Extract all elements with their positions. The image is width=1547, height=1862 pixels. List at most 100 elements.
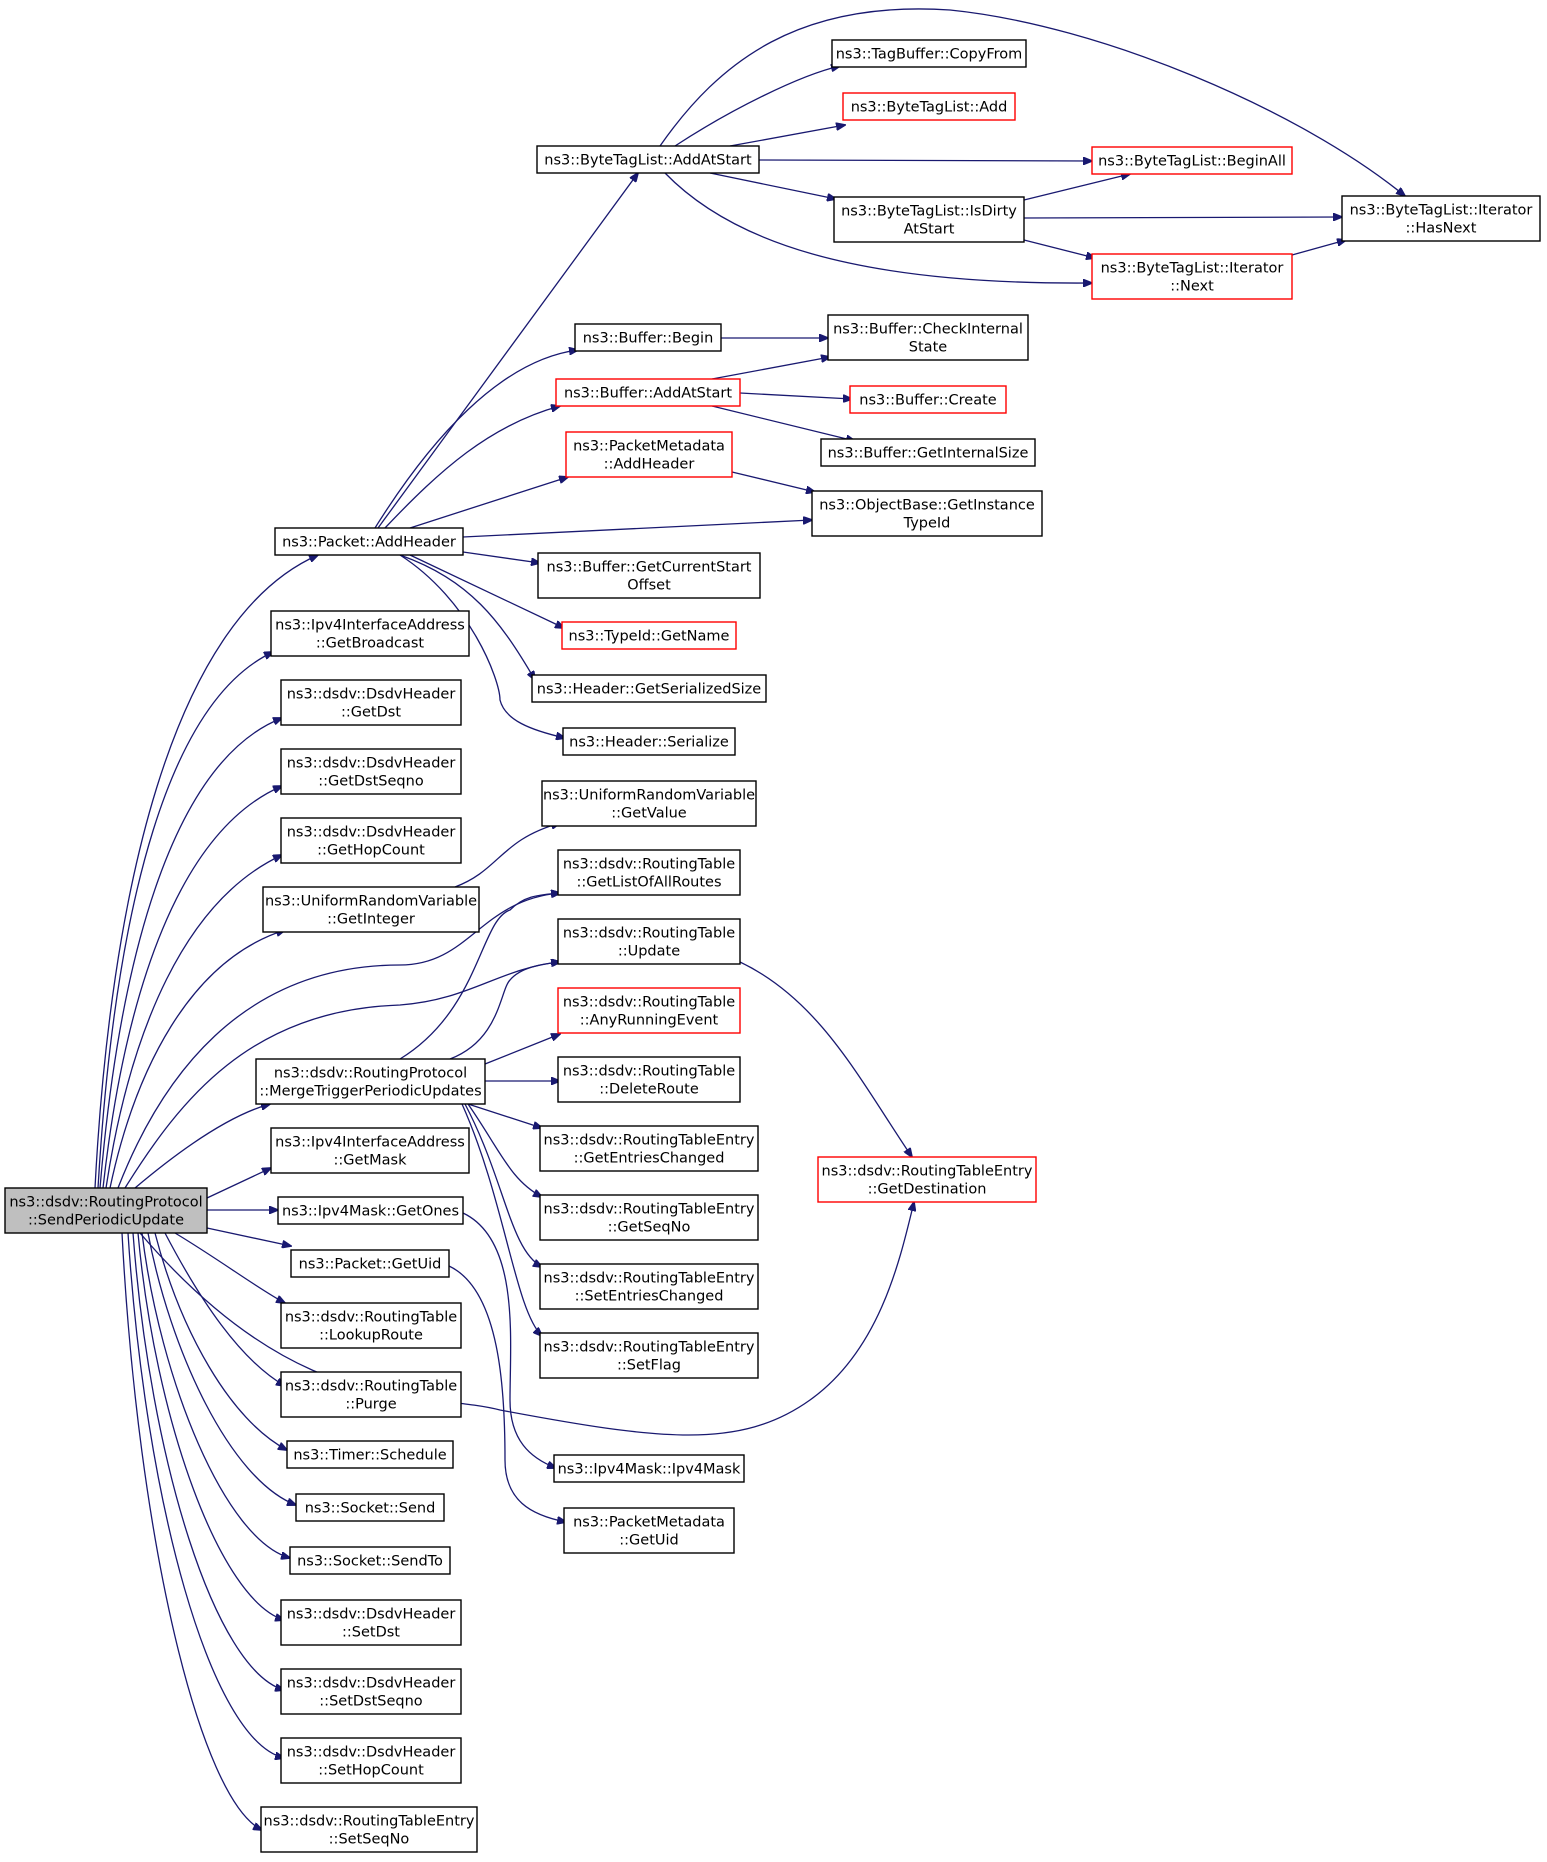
node-box	[280, 1668, 462, 1715]
node-packetgetuid[interactable]: ns3::Packet::GetUid	[290, 1249, 450, 1278]
node-label: ::GetDstSeqno	[318, 774, 424, 790]
edge-bufaddatstart-to-getinternalsize	[711, 405, 855, 441]
node-lookuproute[interactable]: ns3::dsdv::RoutingTable::LookupRoute	[280, 1302, 462, 1349]
node-bufbegin[interactable]: ns3::Buffer::Begin	[574, 323, 722, 352]
node-label: State	[909, 340, 947, 356]
node-sendto[interactable]: ns3::Socket::SendTo	[289, 1546, 451, 1575]
node-label: ns3::Socket::SendTo	[297, 1554, 443, 1570]
node-setdstseqno[interactable]: ns3::dsdv::DsdvHeader::SetDstSeqno	[280, 1668, 462, 1715]
node-pmaddheader[interactable]: ns3::PacketMetadata::AddHeader	[565, 431, 733, 478]
node-box	[557, 1056, 741, 1103]
node-label: ns3::dsdv::RoutingTable	[563, 857, 735, 873]
node-label: Offset	[627, 578, 671, 594]
node-getvalue[interactable]: ns3::UniformRandomVariable::GetValue	[541, 780, 757, 827]
node-getones[interactable]: ns3::Ipv4Mask::GetOnes	[277, 1196, 464, 1225]
node-label: ns3::dsdv::RoutingTable	[285, 1310, 457, 1326]
node-rtupdate[interactable]: ns3::dsdv::RoutingTable::Update	[557, 918, 741, 965]
edge-addatstart_btl-to-btlhasnext	[659, 8, 1405, 196]
node-box	[539, 1332, 759, 1379]
edge-root-to-rtupdate	[124, 962, 560, 1189]
node-typeidgetname[interactable]: ns3::TypeId::GetName	[561, 621, 737, 650]
node-box	[255, 1058, 486, 1105]
node-pmgetuid[interactable]: ns3::PacketMetadata::GetUid	[563, 1507, 735, 1554]
node-addheader[interactable]: ns3::Packet::AddHeader	[274, 527, 464, 556]
node-setdst[interactable]: ns3::dsdv::DsdvHeader::SetDst	[280, 1599, 462, 1646]
node-box	[260, 1806, 478, 1853]
node-label: ns3::Ipv4Mask::Ipv4Mask	[558, 1462, 741, 1478]
node-label: ns3::dsdv::RoutingTableEntry	[544, 1202, 755, 1218]
node-box	[280, 1737, 462, 1784]
node-ipv4maskctor[interactable]: ns3::Ipv4Mask::Ipv4Mask	[553, 1454, 745, 1483]
node-setseqno[interactable]: ns3::dsdv::RoutingTableEntry::SetSeqNo	[260, 1806, 478, 1853]
node-getseqno[interactable]: ns3::dsdv::RoutingTableEntry::GetSeqNo	[539, 1194, 759, 1241]
node-label: ns3::Ipv4Mask::GetOnes	[282, 1204, 459, 1220]
node-getserializedsize[interactable]: ns3::Header::GetSerializedSize	[531, 674, 767, 703]
node-box	[1091, 146, 1293, 175]
node-setflag[interactable]: ns3::dsdv::RoutingTableEntry::SetFlag	[539, 1332, 759, 1379]
node-getlistofallroutes[interactable]: ns3::dsdv::RoutingTable::GetListOfAllRou…	[557, 849, 741, 896]
node-addatstart_btl[interactable]: ns3::ByteTagList::AddAtStart	[536, 145, 760, 174]
edge-pmaddheader-to-getinstancetypeid	[731, 471, 815, 492]
node-box	[842, 92, 1016, 121]
node-box	[537, 552, 761, 599]
node-box	[562, 727, 736, 756]
node-label: ns3::TagBuffer::CopyFrom	[836, 47, 1023, 63]
node-label: ::SetFlag	[617, 1358, 681, 1374]
node-label: ns3::ObjectBase::GetInstance	[819, 498, 1035, 514]
node-getdestination[interactable]: ns3::dsdv::RoutingTableEntry::GetDestina…	[817, 1156, 1037, 1203]
node-purge[interactable]: ns3::dsdv::RoutingTable::Purge	[280, 1371, 462, 1418]
node-box	[820, 438, 1036, 467]
node-sethopcount[interactable]: ns3::dsdv::DsdvHeader::SetHopCount	[280, 1737, 462, 1784]
node-label: ns3::dsdv::DsdvHeader	[287, 687, 456, 703]
node-box	[277, 1196, 464, 1225]
edge-btlisdirty-to-btlnext	[1023, 239, 1095, 258]
edge-merge-to-setflag	[461, 1103, 542, 1336]
node-getinteger[interactable]: ns3::UniformRandomVariable::GetInteger	[262, 886, 480, 933]
node-getbroadcast[interactable]: ns3::Ipv4InterfaceAddress::GetBroadcast	[270, 610, 470, 657]
node-label: ::AnyRunningEvent	[580, 1013, 719, 1029]
node-tagbuffercopyfrom[interactable]: ns3::TagBuffer::CopyFrom	[831, 39, 1027, 68]
node-box	[1341, 195, 1541, 242]
node-label: ns3::ByteTagList::Add	[851, 100, 1008, 116]
node-label: ::GetDestination	[868, 1182, 987, 1198]
edge-merge-to-getlistofallroutes	[399, 893, 560, 1060]
node-merge[interactable]: ns3::dsdv::RoutingProtocol::MergeTrigger…	[255, 1058, 486, 1105]
node-root[interactable]: ns3::dsdv::RoutingProtocol::SendPeriodic…	[4, 1187, 208, 1234]
node-gethopcount[interactable]: ns3::dsdv::DsdvHeader::GetHopCount	[280, 817, 462, 864]
node-getdst[interactable]: ns3::dsdv::DsdvHeader::GetDst	[280, 679, 462, 726]
node-btlnext[interactable]: ns3::ByteTagList::Iterator::Next	[1091, 253, 1293, 300]
node-bufaddatstart[interactable]: ns3::Buffer::AddAtStart	[555, 378, 741, 407]
node-box	[290, 1249, 450, 1278]
edge-root-to-gethopcount	[105, 855, 282, 1189]
node-bufcreate[interactable]: ns3::Buffer::Create	[849, 385, 1007, 414]
edge-btlisdirty-to-btlbeginall	[1023, 174, 1130, 201]
edge-btlnext-to-btlhasnext	[1291, 240, 1346, 256]
node-box	[574, 323, 722, 352]
edges-layer	[94, 8, 1405, 1830]
edge-bufaddatstart-to-bufcreate	[739, 392, 852, 399]
edge-root-to-getdstseqno	[102, 786, 282, 1189]
node-getdstseqno[interactable]: ns3::dsdv::DsdvHeader::GetDstSeqno	[280, 748, 462, 795]
node-label: ::GetValue	[611, 806, 687, 822]
node-getmask[interactable]: ns3::Ipv4InterfaceAddress::GetMask	[270, 1127, 470, 1174]
node-serialize[interactable]: ns3::Header::Serialize	[562, 727, 736, 756]
node-deleteroute[interactable]: ns3::dsdv::RoutingTable::DeleteRoute	[557, 1056, 741, 1103]
node-anyrunningevent[interactable]: ns3::dsdv::RoutingTable::AnyRunningEvent	[557, 987, 741, 1034]
node-getentrieschanged[interactable]: ns3::dsdv::RoutingTableEntry::GetEntries…	[539, 1125, 759, 1172]
node-box	[280, 1371, 462, 1418]
node-btlhasnext[interactable]: ns3::ByteTagList::Iterator::HasNext	[1341, 195, 1541, 242]
node-setentrieschanged[interactable]: ns3::dsdv::RoutingTableEntry::SetEntries…	[539, 1263, 759, 1310]
node-label: ns3::dsdv::RoutingTableEntry	[822, 1164, 1033, 1180]
node-btladd[interactable]: ns3::ByteTagList::Add	[842, 92, 1016, 121]
edge-root-to-send	[147, 1232, 296, 1505]
node-btlbeginall[interactable]: ns3::ByteTagList::BeginAll	[1091, 146, 1293, 175]
node-label: ::Next	[1170, 279, 1214, 295]
node-getinternalsize[interactable]: ns3::Buffer::GetInternalSize	[820, 438, 1036, 467]
node-send[interactable]: ns3::Socket::Send	[295, 1493, 445, 1522]
node-schedule[interactable]: ns3::Timer::Schedule	[286, 1440, 454, 1469]
node-label: ns3::dsdv::DsdvHeader	[287, 825, 456, 841]
